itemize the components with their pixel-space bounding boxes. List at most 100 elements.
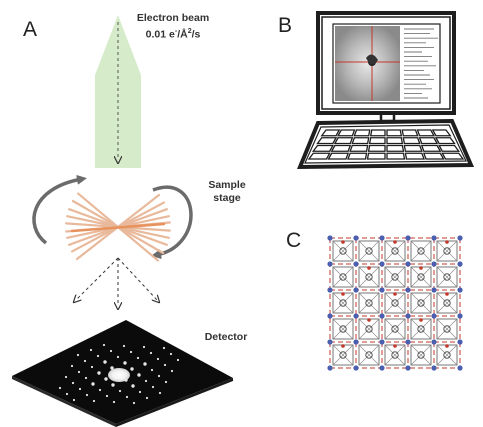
diffraction-spot [131, 384, 135, 388]
diffraction-spot [169, 352, 173, 356]
diffraction-spot [162, 346, 166, 350]
diffraction-spot [70, 364, 74, 368]
lattice-atom-red [341, 344, 345, 348]
central-beam-spot [108, 368, 130, 382]
diffraction-spot [176, 358, 180, 362]
panel-label-b: B [278, 14, 293, 37]
keyboard-keys [307, 129, 465, 160]
electron-beam-title: Electron beam [136, 12, 210, 24]
lattice-atom-red [419, 266, 423, 270]
lattice-bond [384, 240, 406, 262]
lattice-node [339, 247, 347, 255]
screen-content [335, 26, 438, 101]
lattice-cell [384, 318, 406, 340]
lattice-node [365, 247, 373, 255]
lattice-atom [405, 313, 411, 319]
lattice-atom [431, 339, 437, 345]
keyboard-key [441, 152, 465, 160]
lattice-node [417, 299, 425, 307]
lattice-atom [431, 365, 437, 371]
electron-beam-label: Electron beam 0.01 e-/Å2/s [128, 12, 218, 42]
lattice-atom [405, 339, 411, 345]
keyboard-key [369, 129, 386, 137]
lattice-node [391, 273, 399, 281]
diffraction-spot [109, 349, 113, 353]
diffraction-spot [110, 366, 114, 370]
lattice-bond [332, 292, 354, 314]
diffraction-spot [142, 345, 146, 349]
lattice-bond [358, 292, 380, 314]
lattice-cell [384, 266, 406, 288]
keyboard-key [367, 144, 386, 152]
monitor-screen [332, 23, 441, 104]
lattice-cell [410, 292, 432, 314]
lattice-bond [410, 292, 432, 314]
diffraction-spot [130, 367, 134, 371]
diffracted-beam-left [76, 257, 119, 300]
lattice-node [365, 299, 373, 307]
lattice-atom [379, 365, 385, 371]
lattice-node [391, 325, 399, 333]
diffraction-spot [83, 359, 87, 363]
diffraction-spot [151, 385, 155, 389]
diffraction-spot [158, 391, 162, 395]
lattice-atom-red [393, 240, 397, 244]
lattice-cell [358, 344, 380, 366]
lattice-cell [358, 240, 380, 262]
diffraction-spot [65, 392, 69, 396]
diffraction-spot [78, 387, 82, 391]
diffraction-spot [164, 380, 168, 384]
keyboard-key [347, 152, 368, 160]
keyboard-key [386, 129, 403, 137]
lattice-bond [332, 318, 354, 340]
lattice-atom [405, 261, 411, 267]
keyboard-key [311, 144, 334, 152]
lattice-node [443, 273, 451, 281]
panel-label-c: C [286, 229, 302, 252]
lattice-node [443, 325, 451, 333]
lattice-cell [436, 266, 458, 288]
keyboard-key [402, 137, 421, 145]
lattice-atom [353, 261, 359, 267]
lattice-atom [405, 287, 411, 293]
lattice-atom-red [341, 292, 345, 296]
lattice-atom [353, 339, 359, 345]
keyboard-key [401, 129, 419, 137]
lattice-atom [405, 365, 411, 371]
diffraction-spot [170, 369, 174, 373]
software-text-panel [404, 28, 438, 99]
diffraction-image [335, 26, 400, 101]
diffraction-spot [116, 355, 120, 359]
keyboard-key [333, 137, 354, 145]
lattice-bond [410, 344, 432, 366]
keyboard-key [307, 152, 331, 160]
lattice-node [417, 325, 425, 333]
detector-screen [12, 320, 233, 427]
lattice-node [339, 325, 347, 333]
diffraction-spot [89, 348, 93, 352]
lattice-cell [358, 292, 380, 314]
diffraction-spot [84, 376, 88, 380]
diffraction-spot [163, 363, 167, 367]
lattice-atom [327, 365, 333, 371]
diffraction-spot [85, 393, 89, 397]
lattice-atom [379, 261, 385, 267]
keyboard-key [403, 144, 423, 152]
lattice-atom [327, 287, 333, 293]
lattice-atom [457, 365, 463, 371]
lattice-atom [379, 339, 385, 345]
crystal-structure-lattice [327, 235, 463, 371]
lattice-bond [384, 266, 406, 288]
diffraction-spot [145, 396, 149, 400]
lattice-node [339, 351, 347, 359]
dose-unit-end: /s [191, 28, 201, 41]
lattice-node [443, 299, 451, 307]
keyboard-key [416, 129, 436, 137]
keyboard-key [420, 144, 442, 152]
electron-beam-dose: 0.01 e-/Å2/s [128, 25, 218, 42]
lattice-bond [332, 266, 354, 288]
lattice-bond [332, 344, 354, 366]
keyboard-key [422, 152, 445, 160]
lattice-node [443, 351, 451, 359]
